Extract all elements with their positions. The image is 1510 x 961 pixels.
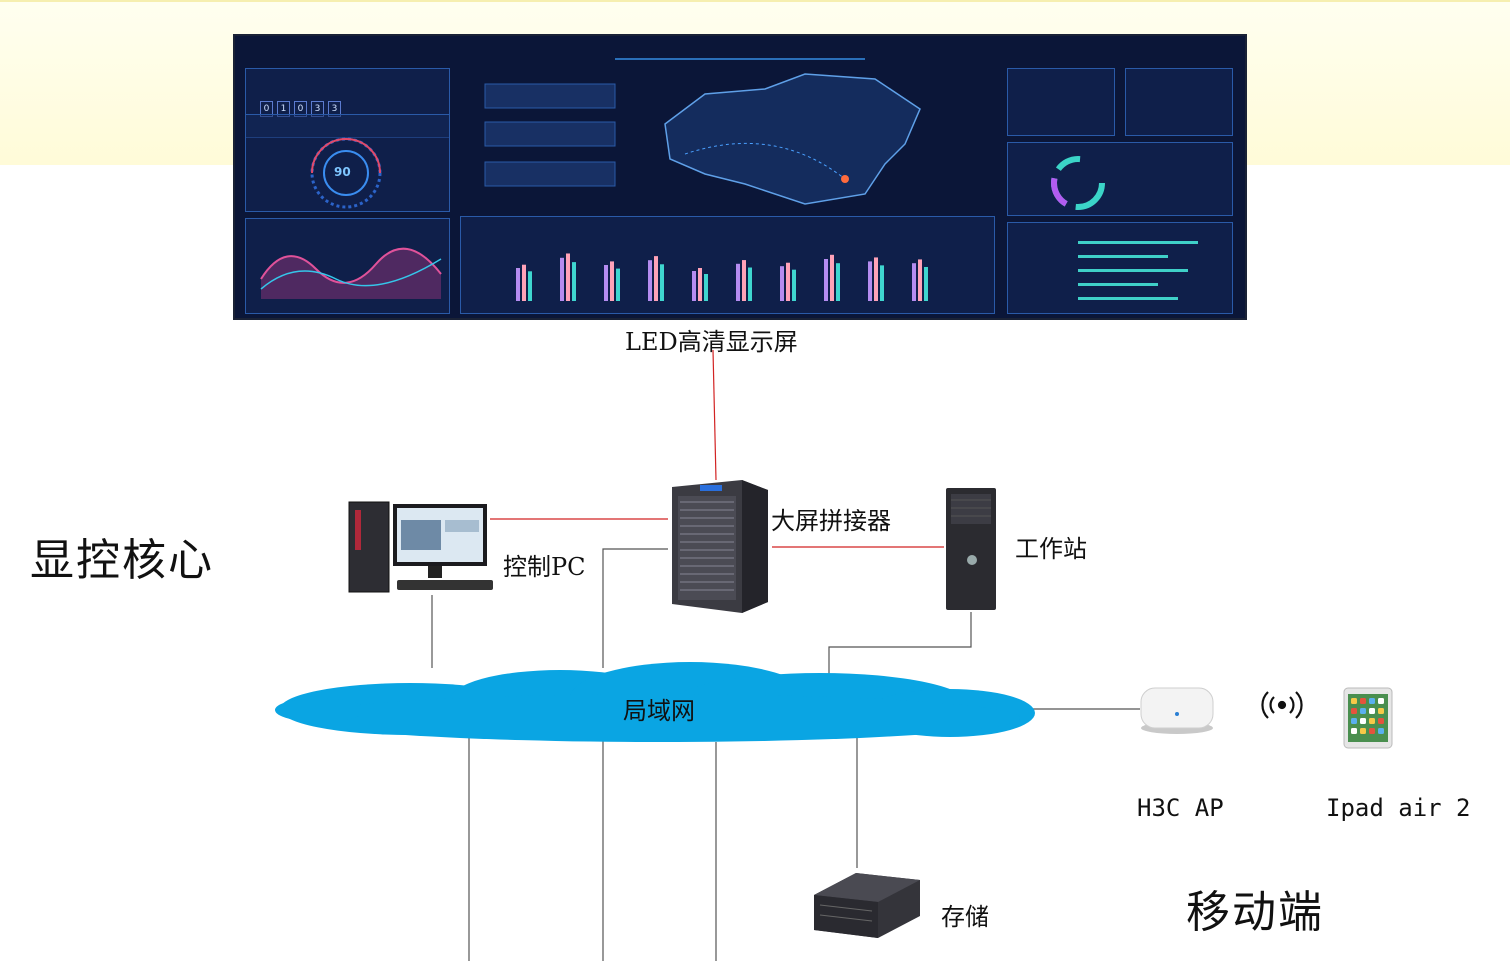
ring-panel	[1007, 142, 1233, 216]
storage-label: 存储	[941, 903, 989, 931]
screen-bar	[560, 257, 564, 301]
screen-bar	[616, 268, 620, 301]
screen-bar	[516, 268, 520, 301]
ipad-graphic	[1343, 687, 1393, 749]
led-screen-label: LED高清显示屏	[625, 328, 798, 356]
control-pc-label: 控制PC	[503, 553, 586, 581]
screen-titlebar	[615, 40, 865, 60]
screen-bar	[648, 260, 652, 301]
screen-bar	[880, 265, 884, 301]
screen-bar	[742, 260, 746, 301]
ipad-label: Ipad air 2	[1326, 794, 1471, 822]
map-graphic	[484, 73, 921, 205]
screen-bar	[748, 267, 752, 301]
screen-bar	[918, 259, 922, 301]
core-section-title: 显控核心	[30, 535, 214, 586]
wifi-icon	[1261, 691, 1303, 719]
ap-label: H3C AP	[1137, 794, 1224, 822]
controller-label: 大屏拼接器	[771, 507, 891, 535]
lan-label: 局域网	[623, 697, 695, 725]
screen-bar	[704, 274, 708, 301]
screen-bar	[692, 271, 696, 301]
screen-bar	[792, 269, 796, 301]
storage-graphic	[814, 873, 920, 938]
dial-value: 90	[334, 165, 351, 179]
link-screen-controller	[712, 349, 717, 481]
screen-bar	[836, 263, 840, 301]
lan-cloud	[275, 662, 1035, 742]
screen-bar	[868, 261, 872, 301]
wave-panel	[245, 218, 450, 314]
screen-bar	[566, 253, 570, 301]
hbar-panel	[1007, 222, 1233, 314]
screen-bar	[924, 266, 928, 301]
table-panel-1	[1007, 68, 1115, 136]
screen-bar	[660, 264, 664, 301]
screen-bar	[522, 264, 526, 301]
screen-bar	[912, 263, 916, 301]
screen-bar	[610, 261, 614, 301]
mobile-section-title: 移动端	[1186, 887, 1324, 938]
screen-bar	[572, 262, 576, 301]
screen-bar	[780, 266, 784, 301]
screen-bar	[698, 268, 702, 301]
dial-panel: 90	[245, 114, 450, 212]
screen-bar	[830, 254, 834, 301]
table-panel-2	[1125, 68, 1233, 136]
workstation-graphic	[946, 488, 996, 610]
screen-bar	[654, 256, 658, 301]
screen-bar	[786, 262, 790, 301]
bar-panel	[460, 216, 995, 314]
controller-graphic	[672, 480, 768, 613]
lan-links	[431, 548, 1140, 961]
workstation-label: 工作站	[1015, 535, 1087, 563]
screen-bar	[604, 265, 608, 301]
screen-bar	[874, 257, 878, 301]
screen-bar	[736, 263, 740, 301]
screen-bar	[528, 271, 532, 301]
screen-bar	[824, 259, 828, 301]
control-pc-graphic	[348, 501, 493, 593]
ap-graphic	[1140, 687, 1214, 734]
